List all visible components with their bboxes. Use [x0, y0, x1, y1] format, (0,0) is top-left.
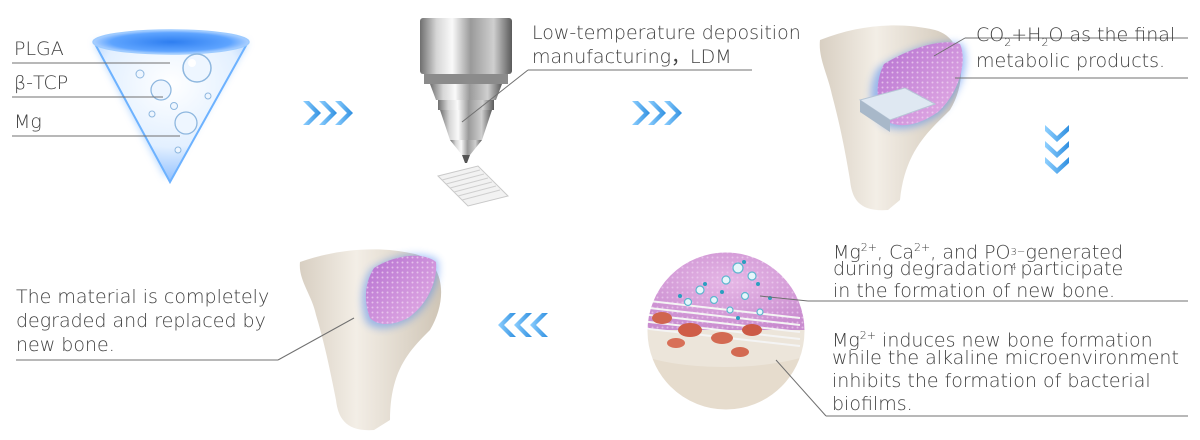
magnified-view — [644, 249, 808, 413]
degraded-caption-line1: The material is completely — [16, 286, 270, 308]
degraded-caption-line2: degraded and replaced by — [16, 310, 266, 332]
printed-scaffold-icon — [437, 165, 509, 207]
bone-with-implant — [819, 25, 966, 211]
bubble-icon — [174, 111, 198, 135]
metabolic-caption-line2: metabolic products. — [976, 50, 1166, 72]
bone-formation-line2: while the alkaline microenvironment — [832, 347, 1179, 369]
label-beta-tcp: β-TCP — [14, 72, 69, 94]
arrow-right-icon — [632, 101, 682, 125]
bone-formation-line4: biofilms. — [832, 393, 913, 415]
ldm-caption-line1: Low-temperature deposition — [532, 22, 801, 44]
arrow-left-icon — [498, 313, 548, 337]
label-plga: PLGA — [14, 38, 64, 60]
bone-formation-line3: inhibits the formation of bacterial — [832, 370, 1151, 392]
ldm-nozzle — [420, 18, 512, 163]
metabolic-caption-line1: CO2+H2O as the final — [976, 24, 1176, 49]
bubble-icon — [182, 53, 212, 83]
bone-formation-leader — [775, 359, 827, 417]
ldm-leader — [461, 69, 529, 123]
arrow-down-icon — [1045, 125, 1069, 174]
ions-caption-line2: during degradation participate — [833, 258, 1124, 280]
metabolic-leader — [933, 37, 966, 57]
arrow-right-icon — [303, 101, 353, 125]
ldm-caption-line2: manufacturing，LDM — [532, 46, 732, 68]
degraded-leader — [277, 317, 355, 361]
ions-leader — [759, 295, 809, 302]
bone-formation-line1: Mg2+ induces new bone formation — [832, 329, 1153, 352]
material-cone — [92, 29, 250, 185]
degraded-caption-line3: new bone. — [16, 334, 115, 356]
bone-regenerated — [299, 249, 442, 431]
bubble-icon — [150, 79, 172, 101]
label-mg: Mg — [14, 111, 42, 133]
ions-caption-line3: in the formation of new bone. — [833, 280, 1116, 302]
